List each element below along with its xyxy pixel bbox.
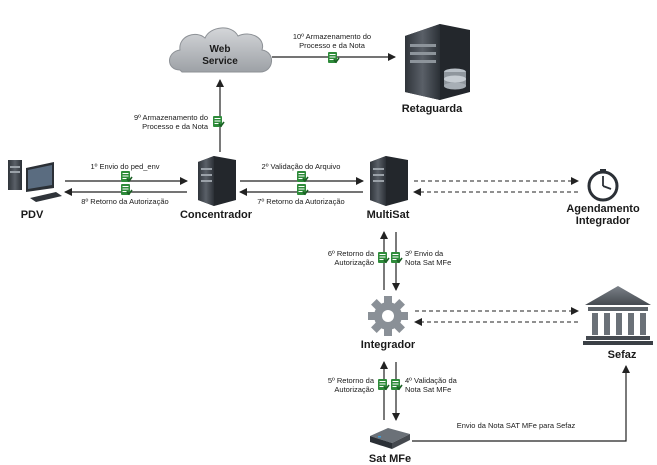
agendamento-label-line1: Agendamento (566, 203, 640, 215)
web-service-cloud-icon (169, 27, 272, 73)
step-2-label: 2º Validação do Arquivo (262, 162, 341, 171)
step-4-label-line2: Nota Sat MFe (405, 385, 451, 394)
sefaz-building-icon (583, 286, 653, 345)
step-6-label-line1: 6º Retorno da (328, 249, 375, 258)
document-check-icon (296, 183, 309, 196)
document-check-icon (212, 115, 225, 128)
document-check-icon (296, 170, 309, 183)
document-check-icon (377, 378, 390, 391)
step-1-label: 1º Envio do ped_env (90, 162, 159, 171)
pdv-computer-icon (8, 160, 62, 202)
step-8-label: 8º Retorno da Autorização (81, 197, 168, 206)
multisat-label: MultiSat (367, 209, 410, 221)
sat-mfe-device-icon (370, 428, 410, 449)
sat-mfe-label: Sat MFe (369, 453, 411, 465)
step-10-label-line1: 10º Armazenamento do (293, 32, 371, 41)
arrow-satmfe-to-sefaz (412, 365, 630, 442)
concentrador-label: Concentrador (180, 209, 253, 221)
step-7-label: 7º Retorno da Autorização (257, 197, 344, 206)
sefaz-send-label: Envio da Nota SAT MFe para Sefaz (457, 421, 576, 430)
step-5-label-line2: Autorização (334, 385, 374, 394)
step-9-label-line2: Processo e da Nota (142, 122, 209, 131)
step-5-label-line1: 5º Retorno da (328, 376, 375, 385)
multisat-server-icon (370, 156, 408, 206)
step-3-label-line2: Nota Sat MFe (405, 258, 451, 267)
document-check-icon (120, 183, 133, 196)
pdv-label: PDV (21, 209, 44, 221)
document-check-icon (120, 170, 133, 183)
retaguarda-server-icon (405, 24, 470, 100)
sefaz-label: Sefaz (608, 349, 637, 361)
step-6-label-line2: Autorização (334, 258, 374, 267)
step-10-label-line2: Processo e da Nota (299, 41, 366, 50)
document-check-icon (390, 251, 403, 264)
clock-icon (587, 169, 619, 202)
step-9-label-line1: 9º Armazenamento do (134, 113, 208, 122)
gear-icon (368, 296, 408, 336)
document-check-icon (390, 378, 403, 391)
document-check-icon (377, 251, 390, 264)
web-service-label-line2: Service (202, 56, 238, 67)
integrador-label: Integrador (361, 339, 416, 351)
agendamento-label-line2: Integrador (576, 215, 631, 227)
step-4-label-line1: 4º Validação da (405, 376, 458, 385)
concentrador-server-icon (198, 156, 236, 206)
retaguarda-label: Retaguarda (402, 103, 463, 115)
step-3-label-line1: 3º Envio da (405, 249, 444, 258)
web-service-label-line1: Web (210, 44, 231, 55)
